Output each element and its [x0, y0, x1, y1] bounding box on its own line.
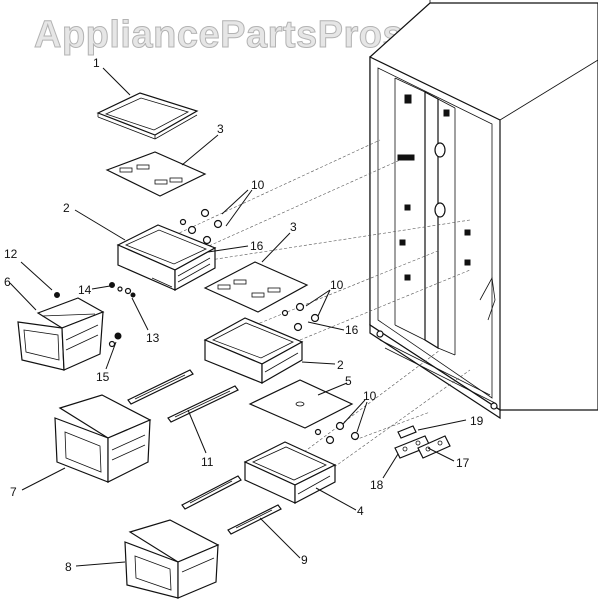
part-3-glass-shelf-lower — [203, 261, 309, 313]
callout-1: 1 — [93, 56, 100, 70]
callout-9: 9 — [301, 553, 308, 567]
callout-10-middle: 10 — [330, 278, 344, 292]
part-7-crisper-drawer — [54, 394, 152, 483]
part-9-rail-lower — [227, 504, 282, 535]
part-15-screw — [108, 332, 122, 348]
callout-12: 12 — [4, 247, 18, 261]
callout-19: 19 — [470, 414, 484, 428]
callout-2-lower: 2 — [337, 358, 344, 372]
callout-16-lower: 16 — [345, 323, 359, 337]
part-6-drawer — [17, 297, 105, 371]
callout-3-upper: 3 — [217, 122, 224, 136]
callout-4: 4 — [357, 504, 364, 518]
part-17-bracket — [417, 435, 451, 459]
callout-15: 15 — [96, 370, 110, 384]
part-10-screws-middle — [281, 302, 320, 332]
refrigerator-cabinet — [369, 0, 598, 420]
part-5-glass-panel — [248, 379, 354, 429]
callout-18: 18 — [370, 478, 384, 492]
callout-13: 13 — [146, 331, 160, 345]
part-12-screw — [54, 292, 60, 298]
part-3-glass-shelf-upper — [105, 151, 207, 197]
part-14-fastener — [109, 282, 123, 292]
callout-17: 17 — [456, 456, 470, 470]
part-2-shelf-frame-lower — [203, 317, 304, 385]
part-9-rail-upper — [181, 475, 242, 510]
part-1-shelf — [96, 92, 199, 140]
callout-11: 11 — [201, 455, 214, 469]
callout-10-upper: 10 — [251, 178, 265, 192]
part-10-screws-lower — [314, 421, 360, 445]
part-8-crisper-drawer — [124, 519, 220, 599]
callout-7: 7 — [10, 485, 17, 499]
part-11-rail-lower — [167, 385, 239, 423]
callout-8: 8 — [65, 560, 72, 574]
part-13-fastener — [124, 287, 136, 298]
part-11-rail-upper — [127, 369, 194, 405]
callout-5: 5 — [345, 374, 352, 388]
leader-lines — [9, 67, 467, 567]
callout-2-upper: 2 — [63, 201, 70, 215]
callout-14: 14 — [78, 283, 92, 297]
part-2-shelf-frame-upper — [116, 224, 217, 292]
callout-10-lower: 10 — [363, 389, 377, 403]
mounting-guide-lines — [174, 139, 471, 471]
part-10-screws-upper — [179, 208, 223, 245]
part-4-pan — [243, 441, 337, 504]
callout-labels: 1 3 2 10 16 3 10 16 2 5 10 4 12 6 14 13 … — [4, 56, 484, 574]
callout-6: 6 — [4, 275, 11, 289]
callout-16-upper: 16 — [250, 239, 264, 253]
callout-3-lower: 3 — [290, 220, 297, 234]
part-19-clip — [397, 425, 417, 439]
